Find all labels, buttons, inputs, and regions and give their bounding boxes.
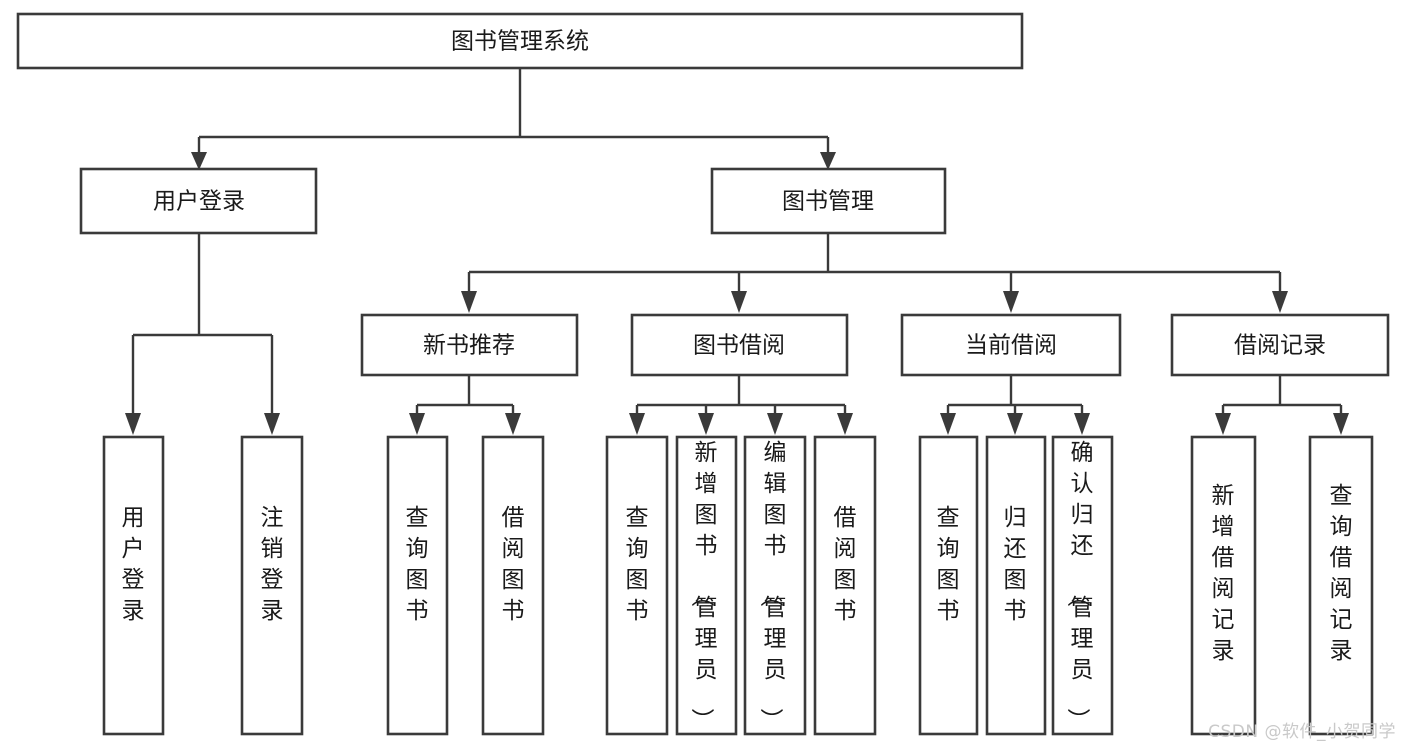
arrow-head-leaf-borrow-book-rec: [505, 413, 521, 435]
node-leaf-query-book-rec-label: 查询图书: [406, 505, 429, 624]
arrow-head-leaf-query-record: [1333, 413, 1349, 435]
node-leaf-query-book-cur[interactable]: 查询图书: [918, 435, 979, 736]
arrow-head-leaf-return-book: [1007, 413, 1023, 435]
node-book-manage-label: 图书管理: [782, 189, 874, 215]
node-user-login[interactable]: 用户登录: [79, 167, 318, 235]
node-leaf-query-record[interactable]: 查询借阅记录: [1308, 435, 1374, 736]
arrow-head-user-login: [191, 152, 207, 170]
arrow-head-leaf-query-book-borrow: [629, 413, 645, 435]
node-leaf-add-book-label: 新增图书（管理员）: [689, 440, 718, 731]
node-leaf-add-book[interactable]: 新增图书（管理员）: [675, 435, 738, 736]
node-root[interactable]: 图书管理系统: [16, 12, 1024, 70]
arrow-head-leaf-query-book-cur: [940, 413, 956, 435]
arrow-head-leaf-add-book: [698, 413, 714, 435]
connector-layer: [125, 68, 1349, 435]
arrow-head-leaf-query-book-rec: [409, 413, 425, 435]
node-new-book-recommend-label: 新书推荐: [423, 333, 515, 359]
node-root-label: 图书管理系统: [451, 29, 589, 55]
node-leaf-query-book-borrow-box[interactable]: [605, 435, 669, 736]
node-leaf-return-book[interactable]: 归还图书: [985, 435, 1047, 736]
arrow-head-new-book-recommend: [461, 291, 477, 313]
node-user-login-box[interactable]: [79, 167, 318, 235]
arrow-head-leaf-borrow-book: [837, 413, 853, 435]
node-leaf-borrow-book[interactable]: 借阅图书: [813, 435, 877, 736]
csdn-watermark: CSDN @软件_小贺同学: [1208, 722, 1396, 742]
arrow-head-leaf-confirm-return: [1074, 413, 1090, 435]
node-leaf-borrow-book-label: 借阅图书: [834, 505, 857, 624]
node-new-book-recommend[interactable]: 新书推荐: [360, 313, 579, 377]
node-borrow-record[interactable]: 借阅记录: [1170, 313, 1390, 377]
node-leaf-borrow-book-rec[interactable]: 借阅图书: [481, 435, 545, 736]
node-current-borrow-label: 当前借阅: [965, 333, 1057, 359]
node-leaf-edit-book-box[interactable]: [743, 435, 807, 736]
node-leaf-confirm-return-label: 确认归还（管理员）: [1065, 440, 1094, 731]
node-leaf-query-book-rec-box[interactable]: [386, 435, 449, 736]
node-leaf-query-book-cur-box[interactable]: [918, 435, 979, 736]
node-user-login-label: 用户登录: [153, 189, 245, 215]
node-leaf-edit-book-label: 编辑图书（管理员）: [758, 440, 787, 731]
node-leaf-add-book-box[interactable]: [675, 435, 738, 736]
node-borrow-record-box[interactable]: [1170, 313, 1390, 377]
node-leaf-return-book-box[interactable]: [985, 435, 1047, 736]
node-leaf-borrow-book-rec-box[interactable]: [481, 435, 545, 736]
node-leaf-query-book-rec[interactable]: 查询图书: [386, 435, 449, 736]
node-leaf-return-book-label: 归还图书: [1004, 505, 1027, 624]
node-borrow-record-label: 借阅记录: [1234, 333, 1326, 359]
node-leaf-user-login-label: 用户登录: [122, 505, 145, 624]
arrow-head-leaf-edit-book: [767, 413, 783, 435]
node-book-manage-box[interactable]: [710, 167, 947, 235]
node-book-borrow[interactable]: 图书借阅: [630, 313, 849, 377]
node-leaf-borrow-book-rec-label: 借阅图书: [502, 505, 525, 624]
node-leaf-add-record[interactable]: 新增借阅记录: [1190, 435, 1257, 736]
node-leaf-query-book-borrow-label: 查询图书: [626, 505, 649, 624]
node-leaf-edit-book[interactable]: 编辑图书（管理员）: [743, 435, 807, 736]
node-leaf-query-record-label: 查询借阅记录: [1330, 483, 1353, 664]
node-leaf-user-logout[interactable]: 注销登录: [240, 435, 304, 736]
node-current-borrow[interactable]: 当前借阅: [900, 313, 1122, 377]
node-leaf-query-record-box[interactable]: [1308, 435, 1374, 736]
node-leaf-user-logout-label: 注销登录: [261, 505, 284, 624]
node-book-borrow-label: 图书借阅: [693, 333, 785, 359]
node-leaf-confirm-return[interactable]: 确认归还（管理员）: [1051, 435, 1114, 736]
arrow-head-current-borrow: [1003, 291, 1019, 313]
arrow-head-book-borrow: [731, 291, 747, 313]
node-book-borrow-box[interactable]: [630, 313, 849, 377]
node-leaf-user-logout-box[interactable]: [240, 435, 304, 736]
node-leaf-user-login-box[interactable]: [102, 435, 165, 736]
node-leaf-confirm-return-box[interactable]: [1051, 435, 1114, 736]
arrow-head-leaf-user-login: [125, 413, 141, 435]
node-leaf-add-record-label: 新增借阅记录: [1212, 483, 1235, 664]
node-new-book-recommend-box[interactable]: [360, 313, 579, 377]
node-book-manage[interactable]: 图书管理: [710, 167, 947, 235]
arrow-head-borrow-record: [1272, 291, 1288, 313]
node-layer: 图书管理系统 用户登录 图书管理 新书推荐 图书借阅 当前: [16, 12, 1390, 736]
node-current-borrow-box[interactable]: [900, 313, 1122, 377]
arrow-head-book-manage: [820, 152, 836, 170]
arrow-head-leaf-user-logout: [264, 413, 280, 435]
node-leaf-user-login[interactable]: 用户登录: [102, 435, 165, 736]
node-leaf-query-book-cur-label: 查询图书: [937, 505, 960, 624]
node-leaf-query-book-borrow[interactable]: 查询图书: [605, 435, 669, 736]
node-leaf-borrow-book-box[interactable]: [813, 435, 877, 736]
node-leaf-add-record-box[interactable]: [1190, 435, 1257, 736]
node-root-box[interactable]: [16, 12, 1024, 70]
arrow-head-leaf-add-record: [1215, 413, 1231, 435]
